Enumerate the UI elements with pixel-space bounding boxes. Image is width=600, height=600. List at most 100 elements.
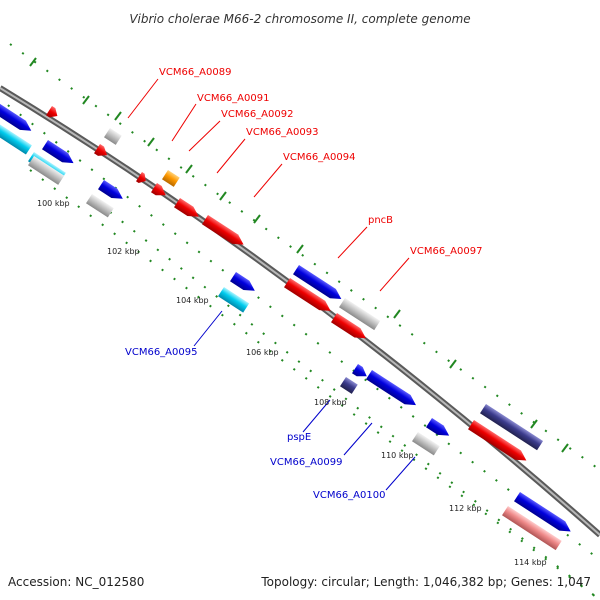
gene-cyan-a0095[interactable] [218,287,250,313]
label-vcm66-a0095[interactable]: VCM66_A0095 [125,347,197,358]
tick-label-110kbp: 110 kbp [381,451,414,460]
label-leader-line [337,226,368,259]
gene-navy-pspe-shape [340,377,358,394]
label-vcm66-a0093[interactable]: VCM66_A0093 [246,127,318,138]
tick-label-108kbp: 108 kbp [314,398,347,407]
gene-red-a0093-shape [174,198,199,217]
gene-navy-pspe[interactable] [340,377,358,394]
major-tick-mark [296,244,304,254]
gene-gray-a0100[interactable] [412,432,440,456]
label-vcm66-a0092[interactable]: VCM66_A0092 [221,109,293,120]
label-pspe[interactable]: pspE [287,432,311,443]
tick-guide-line [9,43,600,471]
label-vcm66-a0094[interactable]: VCM66_A0094 [283,152,355,163]
label-vcm66-a0089[interactable]: VCM66_A0089 [159,67,231,78]
gene-red-a0089[interactable] [94,144,110,160]
gene-blue-6[interactable] [426,418,452,440]
gene-cyan-1-shape [0,118,32,155]
gene-blue-5[interactable] [352,364,370,381]
label-leader-line [216,138,246,174]
gene-gray-a0100-shape [412,432,440,456]
gene-blue-3[interactable] [98,180,126,203]
gene-red-a0089-shape [94,144,108,156]
tick-guides [0,43,600,600]
tick-label-112kbp: 112 kbp [449,504,482,513]
label-vcm66-a0099[interactable]: VCM66_A0099 [270,457,342,468]
label-leaders [127,78,416,491]
gene-blue-a0099-shape [366,370,416,406]
major-tick-mark [114,111,122,121]
gene-red-a0094-shape [202,215,244,245]
tick-label-102kbp: 102 kbp [107,247,140,256]
gene-red-a0097-shape [331,313,366,339]
gene-red-a0094[interactable] [202,215,247,249]
major-tick-mark [253,214,261,224]
gene-features [0,100,574,551]
tick-guide-line [29,169,600,600]
label-leader-line [188,120,221,152]
label-vcm66-a0091[interactable]: VCM66_A0091 [197,93,269,104]
gene-blue-2-shape [42,140,74,164]
label-vcm66-a0097[interactable]: VCM66_A0097 [410,246,482,257]
label-vcm66-a0100[interactable]: VCM66_A0100 [313,490,385,501]
label-leader-line [253,163,283,198]
gene-blue-4-shape [230,272,255,291]
gene-blue-7-shape [514,492,571,532]
gene-blue-6-shape [426,418,450,436]
gene-red-a0093[interactable] [174,198,202,221]
label-leader-line [127,78,159,119]
gene-red-a0097[interactable] [331,313,369,343]
gene-red-pncb-shape [284,278,331,311]
label-pncb[interactable]: pncB [368,215,393,226]
gene-blue-2[interactable] [42,140,77,168]
gene-pink-1-shape [502,506,562,551]
gene-red-a0092-shape [151,183,166,196]
major-tick-mark [29,57,37,67]
gene-red-1[interactable] [468,420,529,465]
gene-blue-1[interactable] [0,100,34,135]
major-tick-mark [449,359,457,369]
major-tick-mark [530,419,538,429]
gene-gray-2-shape [104,128,122,145]
label-leader-line [343,422,373,456]
label-leader-line [379,257,410,292]
gene-orange-a0091-shape [162,170,180,187]
gene-navy-1-shape [480,404,544,451]
tick-guide-line [0,97,600,561]
genome-stats-text: Topology: circular; Length: 1,046,382 bp… [260,575,591,589]
gene-red-small-shape [46,106,58,118]
gene-gray-3-shape [86,194,114,218]
gene-blue-pncb[interactable] [293,265,344,304]
label-leader-line [385,456,416,491]
gene-cyan-1[interactable] [0,118,32,155]
gene-navy-1[interactable] [480,404,544,451]
gene-pink-1[interactable] [502,506,562,551]
tick-label-104kbp: 104 kbp [176,296,209,305]
tick-labels: 100 kbp 102 kbp 104 kbp 106 kbp 108 kbp … [37,199,547,567]
gene-blue-4[interactable] [230,272,258,295]
map-title: Vibrio cholerae M66-2 chromosome II, com… [129,12,470,26]
gene-gray-1[interactable] [28,156,65,185]
gene-blue-3-shape [98,180,123,199]
major-tick-mark [147,137,155,147]
label-leader-line [171,103,197,142]
gene-blue-a0099[interactable] [366,370,419,410]
major-tick-mark [185,164,193,174]
gene-red-pncb[interactable] [284,278,334,316]
gene-gray-a0097[interactable] [339,298,381,331]
gene-red-small-2[interactable] [136,172,149,186]
gene-red-a0092[interactable] [151,183,169,200]
gene-blue-1-shape [0,100,32,131]
tick-label-106kbp: 106 kbp [246,348,279,357]
gene-orange-a0091[interactable] [162,170,180,187]
major-tick-mark [393,309,401,319]
gene-gray-2[interactable] [104,128,122,145]
gene-red-1-shape [468,420,527,461]
major-tick-mark [219,191,227,201]
gene-gray-3[interactable] [86,194,114,218]
gene-red-small[interactable] [46,106,60,121]
major-tick-mark [561,443,569,453]
gene-blue-7[interactable] [514,492,574,536]
gene-labels: VCM66_A0089 VCM66_A0091 VCM66_A0092 VCM6… [125,67,482,501]
